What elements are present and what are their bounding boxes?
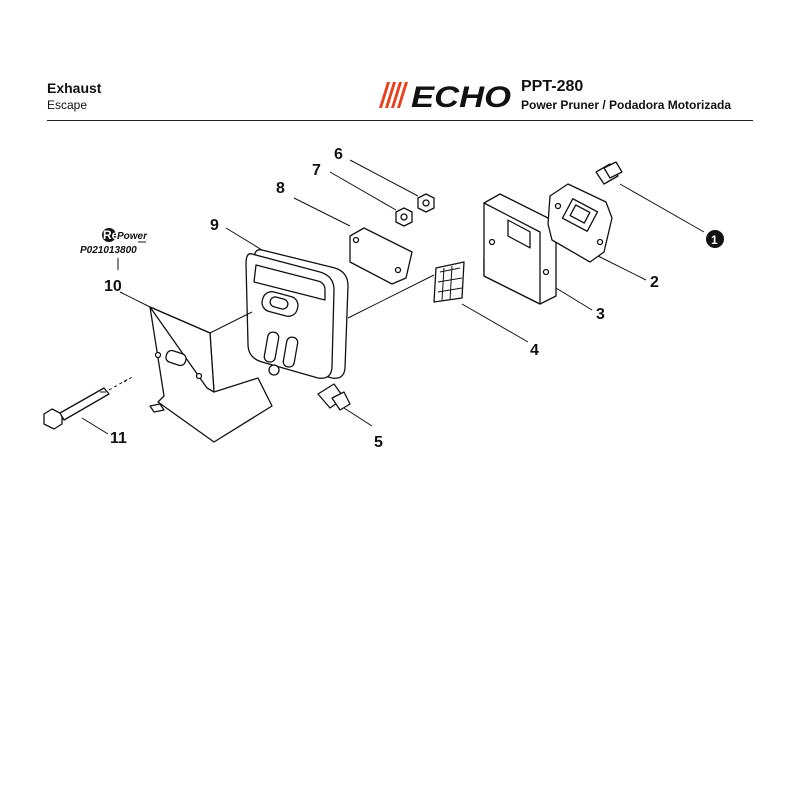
callout-9: 9 <box>210 217 219 234</box>
leader-8 <box>293 197 351 227</box>
part-number: P021013800 <box>80 245 137 256</box>
leader-2 <box>597 255 647 281</box>
part-4-spark-screen[interactable] <box>433 261 465 303</box>
part-11-long-bolt[interactable] <box>43 377 131 430</box>
part-6-nut[interactable] <box>417 193 435 213</box>
brand-wordmark: ECHO <box>411 81 511 110</box>
callout-4: 4 <box>530 342 539 359</box>
callout-6: 6 <box>334 146 343 163</box>
leader-10 <box>119 291 151 308</box>
callout-11: 11 <box>110 430 127 447</box>
callout-7: 7 <box>312 162 321 179</box>
part-9-muffler[interactable] <box>245 249 349 379</box>
guide-dash-bolt <box>123 375 135 383</box>
echo-logo: ECHO <box>379 81 511 110</box>
callout-3: 3 <box>596 306 605 323</box>
repower-power: Power <box>117 231 148 242</box>
leader-6 <box>349 159 419 197</box>
callout-10: 10 <box>104 278 122 295</box>
leader-4 <box>461 303 529 343</box>
leader-3 <box>555 287 593 311</box>
part-2-gasket[interactable] <box>547 183 613 263</box>
model-description: Power Pruner / Podadora Motorizada <box>521 98 732 112</box>
leader-1 <box>619 183 705 233</box>
leader-5 <box>343 407 373 427</box>
section-subtitle: Escape <box>47 98 88 112</box>
page-header: Exhaust Escape ECHO PPT-280 Power Pruner… <box>47 78 753 121</box>
guide-line-muffler-screen <box>347 274 435 319</box>
repower-badge: Re Power <box>102 228 148 243</box>
part-10-heat-shield[interactable] <box>149 306 273 443</box>
callout-8: 8 <box>276 180 285 197</box>
callout-1-circle <box>706 230 724 248</box>
part-5-bolt[interactable] <box>317 383 351 411</box>
callout-2: 2 <box>650 274 659 291</box>
repower-re: Re <box>103 228 119 242</box>
leader-7 <box>329 171 397 211</box>
part-7-nut[interactable] <box>395 207 413 227</box>
leader-9 <box>225 227 263 251</box>
part-8-plate[interactable] <box>349 227 413 285</box>
callout-5: 5 <box>374 434 383 451</box>
section-title: Exhaust <box>47 80 102 96</box>
leader-11 <box>81 417 109 435</box>
part-1-screw[interactable] <box>595 161 623 185</box>
guide-line-muffler-shield <box>209 311 253 334</box>
model-name: PPT-280 <box>521 78 584 95</box>
logo-stripes <box>379 82 408 108</box>
callout-1: 1 <box>711 233 718 247</box>
part-3-bracket[interactable] <box>483 193 557 305</box>
